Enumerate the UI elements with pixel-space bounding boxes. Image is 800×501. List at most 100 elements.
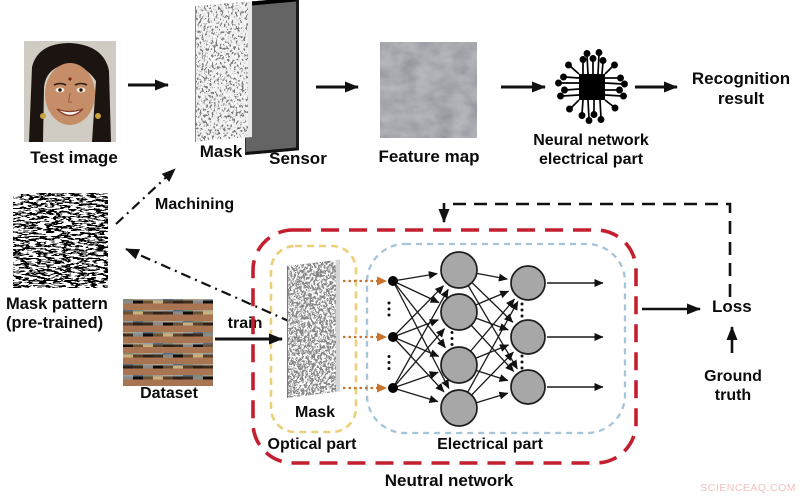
recognition-line2: result: [717, 88, 765, 108]
dataset-face-cell: [193, 375, 203, 386]
test-image-label: Test image: [30, 148, 118, 167]
ground-truth-line1: Ground: [704, 368, 762, 385]
dataset-face-cell: [153, 342, 163, 354]
dataset-face-cell: [193, 353, 203, 365]
inner-mask-label: Mask: [294, 404, 336, 421]
dataset-face-cell: [203, 320, 213, 332]
mask-pattern-image: [13, 193, 108, 288]
electrical-part-box: [365, 242, 627, 435]
dataset-face-cell: [173, 331, 183, 343]
dataset-face-cell: [193, 309, 203, 321]
dataset-face-cell: [123, 342, 133, 354]
dataset-face-cell: [163, 299, 173, 310]
dataset-face-cell: [133, 353, 143, 365]
electrical-part-label: Electrical part: [437, 436, 543, 453]
dataset-face-cell: [143, 364, 153, 376]
chip-icon: [552, 47, 632, 127]
dataset-face-cell: [163, 320, 173, 332]
dataset-face-cell: [203, 309, 213, 321]
optical-part-box: [269, 244, 358, 434]
machining-label: Machining: [155, 196, 235, 213]
dataset-face-cell: [173, 299, 183, 310]
dataset-face-cell: [163, 331, 173, 343]
mask-pattern-line2: (pre-trained): [6, 314, 104, 333]
dataset-face-cell: [183, 309, 193, 321]
optical-part-label: Optical part: [267, 436, 357, 453]
dataset-face-cell: [133, 342, 143, 354]
dataset-face-cell: [183, 299, 193, 310]
mask-plate-top: [195, 1, 252, 142]
machining-arrow: [115, 168, 176, 225]
dataset-face-cell: [133, 331, 143, 343]
recognition-result-label: Recognition result: [692, 69, 790, 109]
dataset-face-cell: [143, 342, 153, 354]
dataset-face-cell: [123, 331, 133, 343]
dataset-face-cell: [123, 353, 133, 365]
dataset-face-cell: [143, 299, 153, 310]
dataset-face-cell: [153, 364, 163, 376]
dataset-face-cell: [203, 342, 213, 354]
dataset-face-cell: [143, 331, 153, 343]
ground-truth-line2: truth: [714, 386, 752, 404]
dataset-face-cell: [133, 309, 143, 321]
dataset-face-cell: [143, 320, 153, 332]
dataset-face-cell: [153, 331, 163, 343]
dataset-face-cell: [173, 364, 183, 376]
dataset-face-cell: [143, 353, 153, 365]
neutral-network-label: Neutral network: [384, 471, 514, 490]
mask-pattern-label: Mask pattern (pre-trained): [6, 295, 108, 334]
dataset-face-cell: [123, 364, 133, 376]
dataset-face-cell: [183, 353, 193, 365]
neural-network-graph: [343, 251, 604, 427]
dataset-face-cell: [163, 364, 173, 376]
dataset-face-cell: [163, 309, 173, 321]
dataset-face-cell: [193, 331, 203, 343]
chip-label: Neural network electrical part: [533, 132, 649, 169]
dataset-face-cell: [203, 331, 213, 343]
feature-map-label: Feature map: [378, 147, 480, 166]
chip-label-line1: Neural network: [533, 132, 649, 149]
neural-network-box: [251, 228, 638, 465]
dataset-face-cell: [173, 353, 183, 365]
portrait-illustration: [24, 41, 116, 142]
mask-top-label: Mask: [199, 142, 243, 161]
dataset-face-cell: [193, 364, 203, 376]
chip-label-line2: electrical part: [538, 150, 644, 168]
mask-plate-inner: [287, 259, 340, 398]
dataset-face-cell: [143, 375, 153, 386]
ground-truth-label: Ground truth: [704, 368, 762, 405]
dataset-face-cell: [153, 309, 163, 321]
dataset-face-cell: [203, 364, 213, 376]
loss-label: Loss: [712, 297, 752, 316]
dataset-face-cell: [153, 353, 163, 365]
dataset-face-cell: [133, 299, 143, 310]
dataset-face-cell: [173, 320, 183, 332]
dataset-face-cell: [183, 375, 193, 386]
dataset-image: [123, 299, 213, 386]
dataset-face-cell: [183, 320, 193, 332]
recognition-line1: Recognition: [691, 69, 791, 88]
dataset-face-cell: [153, 375, 163, 386]
dataset-face-cell: [183, 364, 193, 376]
dataset-face-cell: [193, 342, 203, 354]
dataset-face-cell: [123, 299, 133, 310]
dataset-label: Dataset: [140, 385, 198, 402]
dataset-face-cell: [163, 353, 173, 365]
test-image: [24, 41, 116, 142]
dataset-face-cell: [153, 320, 163, 332]
dataset-face-cell: [173, 375, 183, 386]
dataset-face-cell: [193, 299, 203, 310]
dataset-face-cell: [143, 309, 153, 321]
dataset-face-cell: [173, 309, 183, 321]
backprop-feedback-line: [446, 202, 732, 297]
dataset-face-cell: [203, 299, 213, 310]
watermark: SCIENCEAQ.COM: [700, 482, 796, 494]
dataset-face-cell: [133, 364, 143, 376]
dataset-face-cell: [123, 320, 133, 332]
dataset-face-cell: [163, 342, 173, 354]
trained-mask-to-pattern-arrow: [125, 247, 292, 324]
feature-map-image: [380, 42, 477, 138]
dataset-face-cell: [133, 320, 143, 332]
dataset-face-cell: [153, 299, 163, 310]
